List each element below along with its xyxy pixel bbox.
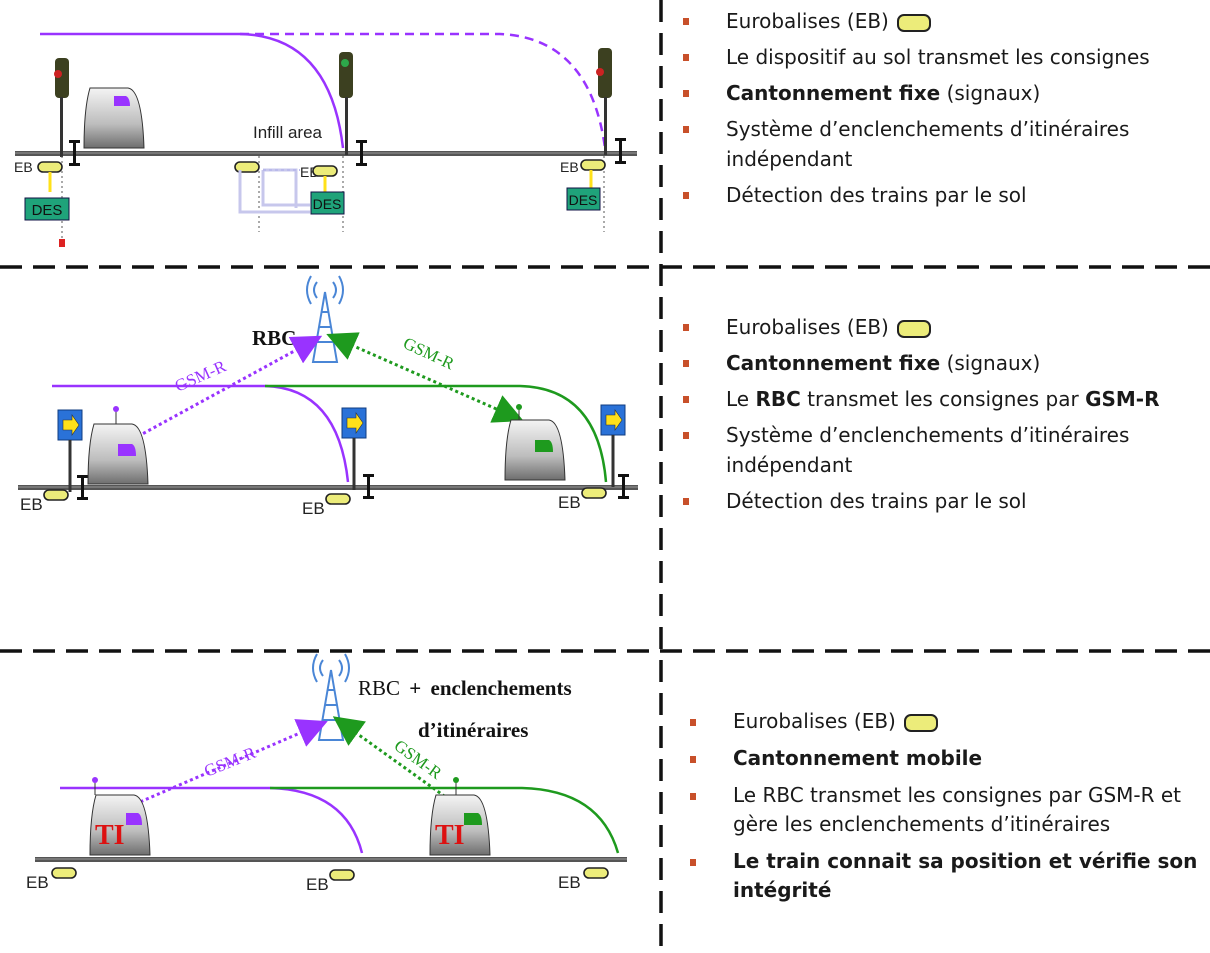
- eb-label: EB: [20, 495, 43, 514]
- eurobalise-icon: [896, 13, 931, 32]
- gsmr-link-green: [326, 332, 524, 423]
- panel3-illustration: RBC + enclenchements d’itinéraires GSM-R…: [26, 653, 627, 894]
- signal-red: [596, 48, 612, 155]
- eurobalise: [325, 493, 351, 505]
- train: [504, 404, 566, 481]
- list-item: Cantonnement mobile: [690, 744, 1203, 773]
- list-item: Cantonnement fixe (signaux): [683, 78, 1186, 108]
- svg-text:DES: DES: [569, 192, 598, 208]
- panel1-illustration: Infill area EB EB EB DES DES DES: [14, 32, 637, 247]
- braking-curve-green: [270, 786, 620, 854]
- list-item: Le train connait sa position et vérifie …: [690, 847, 1203, 905]
- infill-area-label: Infill area: [253, 123, 323, 142]
- train: TI: [429, 777, 491, 856]
- eurobalise: [580, 159, 606, 171]
- eb-label: EB: [306, 875, 329, 894]
- eurobalise-icon: [903, 713, 938, 732]
- eb-label: EB: [558, 493, 581, 512]
- eb-label: EB: [558, 873, 581, 892]
- eurobalise: [329, 869, 355, 881]
- eb-label: EB: [14, 159, 33, 175]
- eb-label: EB: [302, 499, 325, 518]
- list-item: Détection des trains par le sol: [683, 180, 1186, 210]
- gsmr-label: GSM-R: [400, 333, 457, 373]
- ti-label: TI: [435, 820, 465, 851]
- list-item: Système d’enclenchements d’itinéraires i…: [683, 114, 1186, 174]
- gsmr-label: GSM-R: [172, 356, 230, 396]
- eb-label: EB: [560, 159, 579, 175]
- panel2-bullet-list: Eurobalises (EB) Cantonnement fixe (sign…: [683, 312, 1186, 522]
- eurobalise: [312, 165, 338, 177]
- eurobalise: [581, 487, 607, 499]
- train: TI: [89, 777, 151, 856]
- ti-label: TI: [95, 820, 125, 851]
- list-item: Le RBC transmet les consignes par GSM-R …: [690, 781, 1203, 839]
- antenna-icon: [306, 275, 344, 363]
- train: [83, 87, 145, 149]
- signal-green: [339, 52, 353, 155]
- braking-curve-green: [265, 384, 608, 483]
- svg-text:DES: DES: [313, 196, 342, 212]
- des-box: DES: [566, 187, 601, 211]
- signal-sign-icon: [341, 407, 367, 491]
- gsmr-label: GSM-R: [391, 736, 446, 783]
- gsmr-label: GSM-R: [201, 743, 259, 781]
- des-box: DES: [310, 191, 345, 215]
- train: [87, 406, 149, 485]
- panel3-bullet-list: Eurobalises (EB) Cantonnement mobile Le …: [690, 707, 1203, 913]
- antenna-icon: [312, 653, 350, 741]
- eurobalise: [37, 161, 63, 173]
- panel1-bullet-list: Eurobalises (EB) Le dispositif au sol tr…: [683, 6, 1186, 216]
- signal-red: [54, 58, 69, 157]
- list-item: Eurobalises (EB): [683, 312, 1186, 342]
- eurobalise-icon: [896, 319, 931, 338]
- braking-curve-dashed: [240, 32, 607, 149]
- gsmr-link-purple: [98, 719, 328, 822]
- itineraires-label: d’itinéraires: [418, 718, 528, 742]
- list-item: Le RBC transmet les consignes par GSM-R: [683, 384, 1186, 414]
- eurobalise: [583, 867, 609, 879]
- list-item: Détection des trains par le sol: [683, 486, 1186, 516]
- list-item: Cantonnement fixe (signaux): [683, 348, 1186, 378]
- rbc-label: RBC: [252, 326, 296, 350]
- des-box: DES: [24, 197, 70, 221]
- gsmr-link-purple: [110, 335, 323, 452]
- rbc-enclenchements-label: RBC + enclenchements: [358, 676, 572, 700]
- braking-curve: [40, 32, 345, 149]
- list-item: Le dispositif au sol transmet les consig…: [683, 42, 1186, 72]
- panel2-illustration: RBC GSM-R GSM-R EB EB EB: [18, 275, 638, 518]
- list-item: Système d’enclenchements d’itinéraires i…: [683, 420, 1186, 480]
- list-item: Eurobalises (EB): [690, 707, 1203, 736]
- eurobalise: [51, 867, 77, 879]
- signal-sign-icon: [57, 409, 83, 493]
- list-item: Eurobalises (EB): [683, 6, 1186, 36]
- eurobalise: [43, 489, 69, 501]
- eb-label: EB: [26, 873, 49, 892]
- svg-text:DES: DES: [32, 202, 63, 219]
